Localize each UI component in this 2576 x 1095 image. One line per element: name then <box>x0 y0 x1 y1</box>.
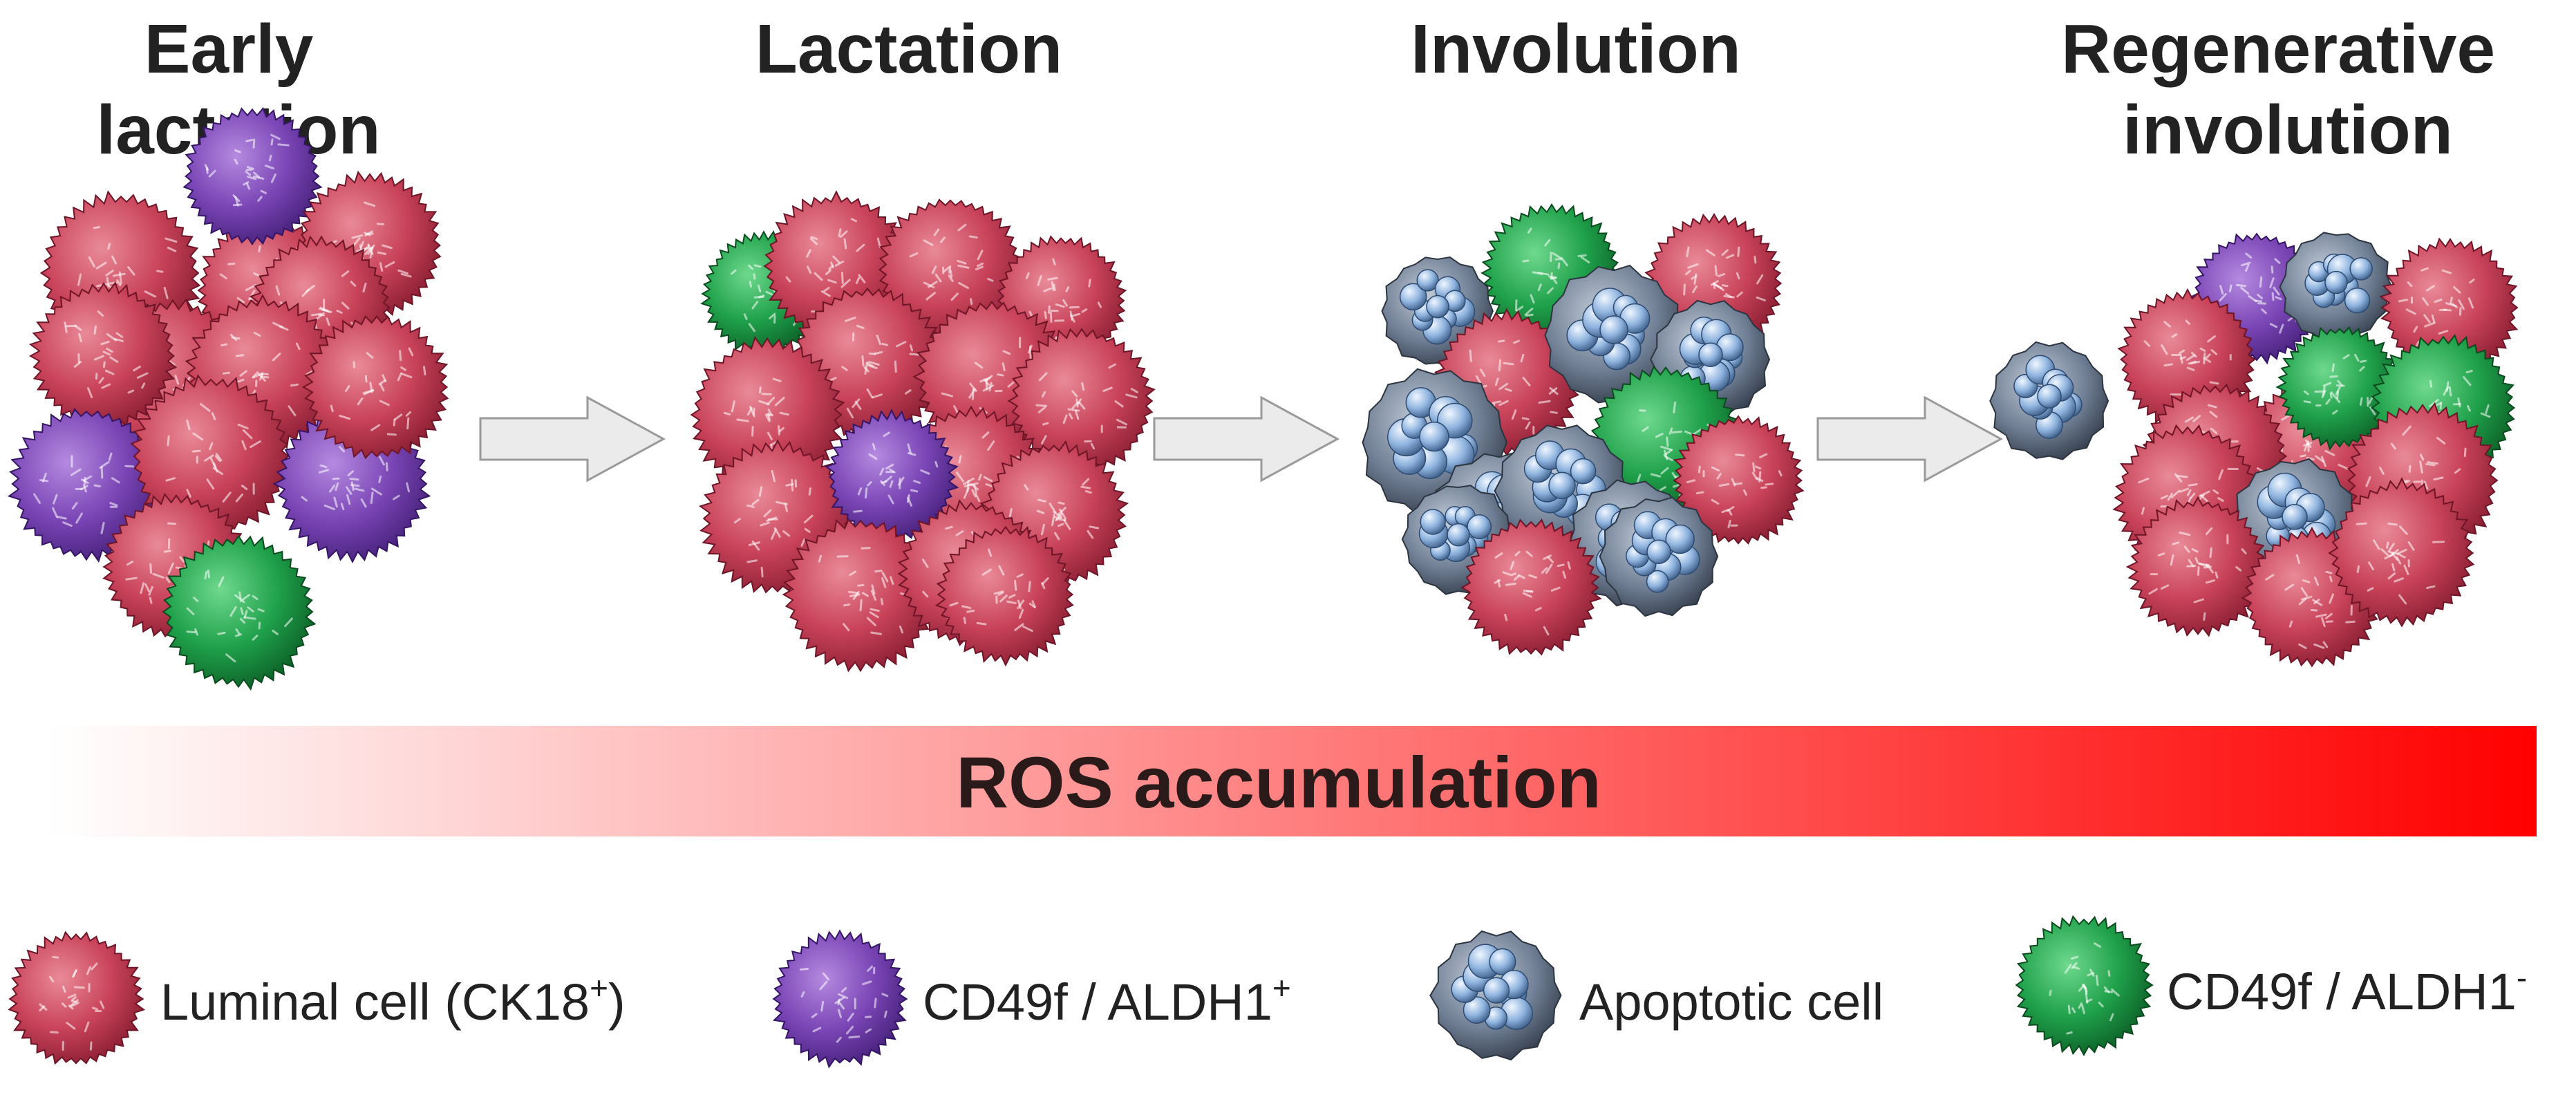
apoptotic-cell <box>1989 341 2109 460</box>
luminal-cell <box>934 525 1074 667</box>
stage-title-line1: Regenerative <box>2061 10 2495 88</box>
apoptotic-cell <box>1429 930 1562 1061</box>
stage-title-line2: involution <box>2123 91 2453 169</box>
legend-text: CD49f / ALDH1 <box>923 973 1272 1031</box>
legend-text: CD49f / ALDH1 <box>2167 963 2517 1020</box>
purple-cell <box>182 106 323 245</box>
stage-arrow-2 <box>1153 395 1340 483</box>
legend-superscript: - <box>2517 960 2527 995</box>
apoptotic-cell-legend-icon <box>1429 930 1562 1061</box>
apoptotic-cell <box>2279 232 2393 344</box>
apoptotic-cell <box>1599 496 1719 617</box>
green-cell-legend-icon <box>2015 915 2154 1057</box>
luminal-cell <box>2328 477 2475 628</box>
green-cell <box>2015 915 2154 1057</box>
purple-cell <box>825 409 959 542</box>
luminal-cell <box>1460 518 1602 656</box>
legend-superscript: + <box>590 970 608 1006</box>
cell-cluster-regenerative-involution <box>1989 232 2519 668</box>
legend-label-apoptotic: Apoptotic cell <box>1579 973 1883 1031</box>
green-cell <box>162 534 317 691</box>
legend-superscript: + <box>1272 970 1291 1006</box>
luminal-cell <box>28 281 178 430</box>
legend-text: Luminal cell (CK18 <box>160 973 590 1031</box>
legend-label-luminal: Luminal cell (CK18+) <box>160 970 626 1031</box>
legend: Luminal cell (CK18+) CD49f / ALDH1+ Apop… <box>8 915 2527 1069</box>
stage-title-involution: Involution <box>1411 10 1741 88</box>
cell-cluster-lactation <box>690 190 1156 673</box>
luminal-cell <box>1007 328 1156 476</box>
stage-title-line1: Lactation <box>755 10 1062 88</box>
legend-label-cd49f-aldh1-negative: CD49f / ALDH1- <box>2167 960 2527 1020</box>
stage-arrow-1 <box>479 395 666 483</box>
ros-gradient-bar <box>48 726 2537 836</box>
stage-title-line1: Involution <box>1411 10 1741 88</box>
luminal-cell <box>130 374 290 539</box>
stage-title-lactation: Lactation <box>755 10 1062 88</box>
stage-title-regenerative-involution: Regenerative involution <box>2061 10 2514 169</box>
luminal-cell <box>8 930 146 1065</box>
luminal-cell <box>782 518 939 673</box>
luminal-cell <box>301 315 449 460</box>
cell-cluster-involution <box>1362 203 1805 656</box>
green-cell <box>2275 326 2401 451</box>
apoptotic-cell <box>1401 485 1515 595</box>
luminal-cell <box>1673 415 1805 545</box>
legend-tail: ) <box>608 973 626 1031</box>
purple-cell-legend-icon <box>772 929 908 1069</box>
ros-accumulation-label: ROS accumulation <box>956 742 1601 823</box>
luminal-cell <box>2125 496 2266 637</box>
purple-cell <box>772 929 908 1069</box>
stage-arrow-3 <box>1816 395 2004 483</box>
legend-label-cd49f-aldh1-positive: CD49f / ALDH1+ <box>923 970 1291 1031</box>
stage-title-line1: Early <box>144 10 314 88</box>
cell-cluster-early-lactation <box>8 106 449 691</box>
purple-cell <box>8 408 163 563</box>
luminal-cell <box>690 336 845 494</box>
apoptotic-cell <box>1544 264 1684 404</box>
luminal-cell-legend-icon <box>8 930 146 1065</box>
legend-text: Apoptotic cell <box>1579 973 1883 1031</box>
